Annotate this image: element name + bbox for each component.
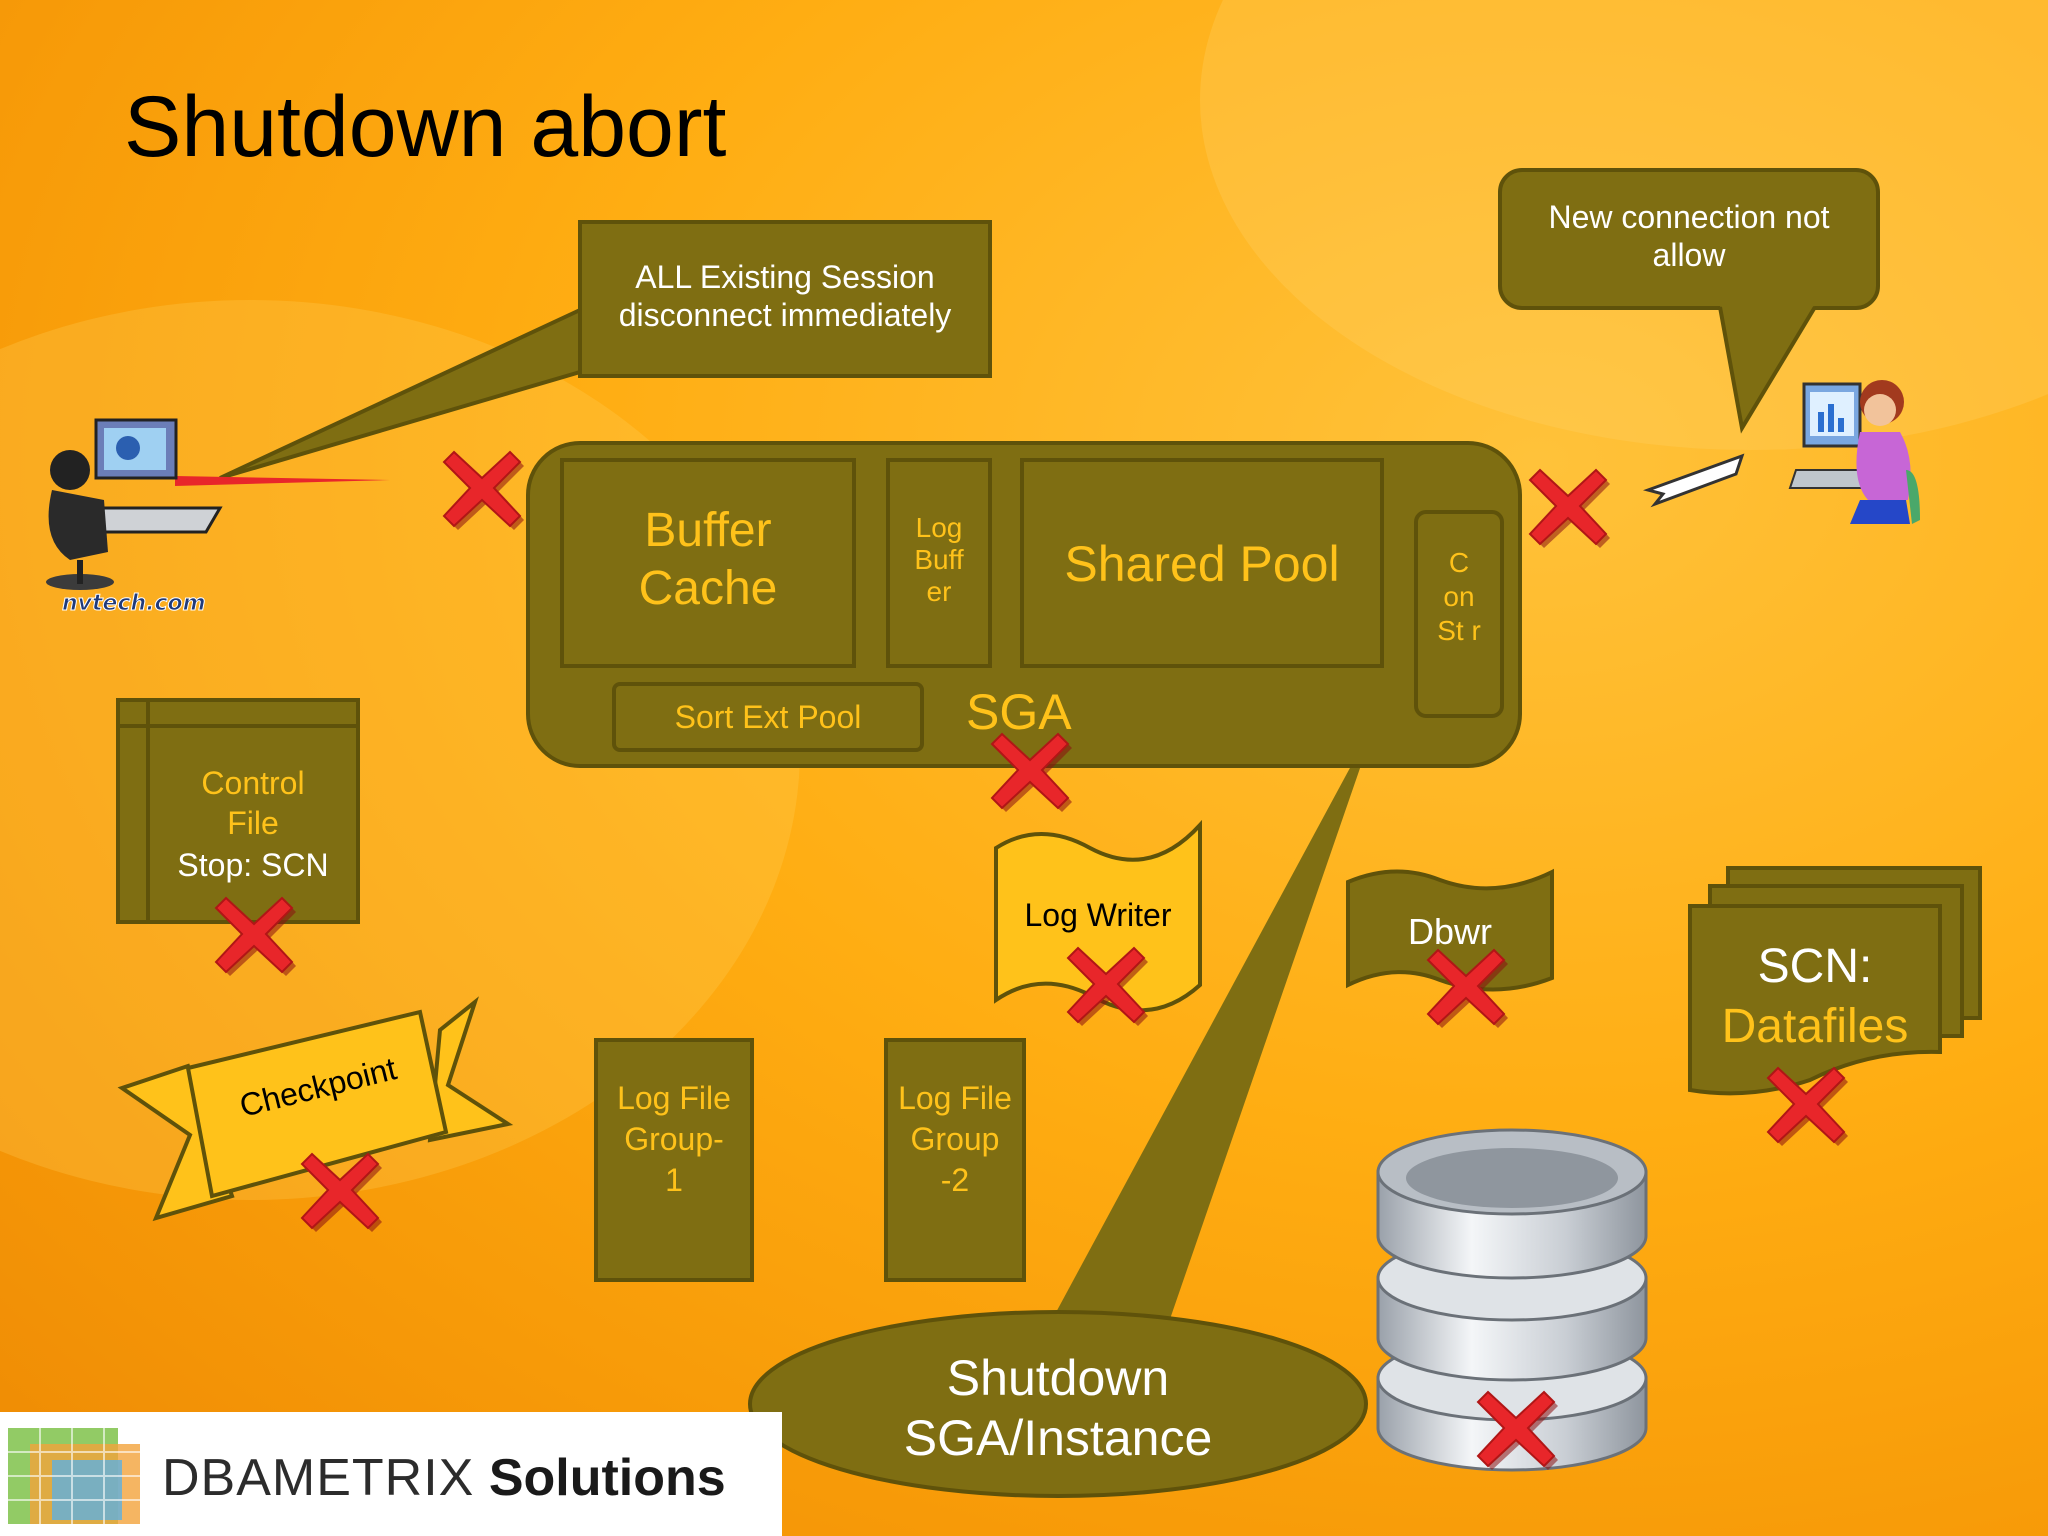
cross-icon (990, 732, 1072, 812)
control-file-line2: File (227, 805, 279, 841)
control-file-line3: Stop: SCN (177, 847, 329, 883)
cross-icon (1476, 1390, 1558, 1470)
log-writer-shape (994, 819, 1202, 1013)
user-computer-icon (46, 418, 223, 590)
brand-suffix: Solutions (488, 1449, 726, 1507)
woman-computer-icon (1788, 380, 1920, 524)
log-buffer-box (886, 458, 992, 668)
callout-shutdown-text: Shutdown SGA/Instance (903, 1350, 1213, 1466)
cross-icon (1066, 946, 1148, 1026)
log-file-group-2-label: Log File Group -2 (898, 1080, 1012, 1198)
log-file-group-1-label: Log File Group- 1 (617, 1080, 731, 1198)
callout-existing-sessions-text: ALL Existing Session disconnect immediat… (618, 259, 952, 334)
dbwr-label: Dbwr (1407, 911, 1492, 952)
callout-new-connection-text: New connection not allow (1548, 199, 1830, 274)
cross-icon (1528, 468, 1610, 548)
callout-shutdown-shape (748, 716, 1378, 1498)
log-file-group-1-box (594, 1038, 754, 1282)
log-file-group-2-box (884, 1038, 1026, 1282)
sort-ext-pool-box (612, 682, 924, 752)
slide-title: Shutdown abort (124, 79, 727, 175)
shared-pool-label: Shared Pool (1064, 536, 1340, 592)
shared-pool-box (1020, 458, 1384, 668)
datafiles-line1: SCN: (1757, 940, 1873, 993)
arrow-icon (1642, 453, 1745, 508)
dbametrix-logo-icon (8, 1428, 140, 1524)
con-str-box (1414, 510, 1504, 718)
sga-label: SGA (966, 684, 1072, 740)
log-writer-label: Log Writer (1024, 897, 1172, 933)
log-buffer-label: Log Buff er (914, 512, 964, 608)
brand-name: DBAMETRIX (162, 1449, 475, 1507)
control-file-line1: Control (201, 765, 305, 801)
checkpoint-ribbon-shape (117, 996, 514, 1222)
cross-icon (1766, 1066, 1848, 1146)
con-str-label: C on St r (1437, 547, 1481, 647)
brand-logo-bar: DBAMETRIX Solutions (0, 1412, 782, 1536)
cross-icon (300, 1152, 382, 1232)
cross-icon (1426, 948, 1508, 1028)
buffer-cache-label: Buffer Cache (638, 504, 778, 615)
cross-icon (442, 450, 524, 530)
sort-ext-pool-label: Sort Ext Pool (674, 699, 862, 735)
callout-existing-sessions-shape (219, 220, 992, 480)
callout-new-connection-shape (1498, 168, 1880, 434)
client-logo-icon: nvtech.com (62, 591, 206, 616)
datafiles-line2: Datafiles (1721, 1000, 1909, 1053)
connection-arrow (175, 476, 390, 486)
buffer-cache-box (560, 458, 856, 668)
datafiles-stack-shape (1688, 866, 1982, 1096)
cross-icon (214, 896, 296, 976)
control-file-shape (116, 698, 360, 924)
